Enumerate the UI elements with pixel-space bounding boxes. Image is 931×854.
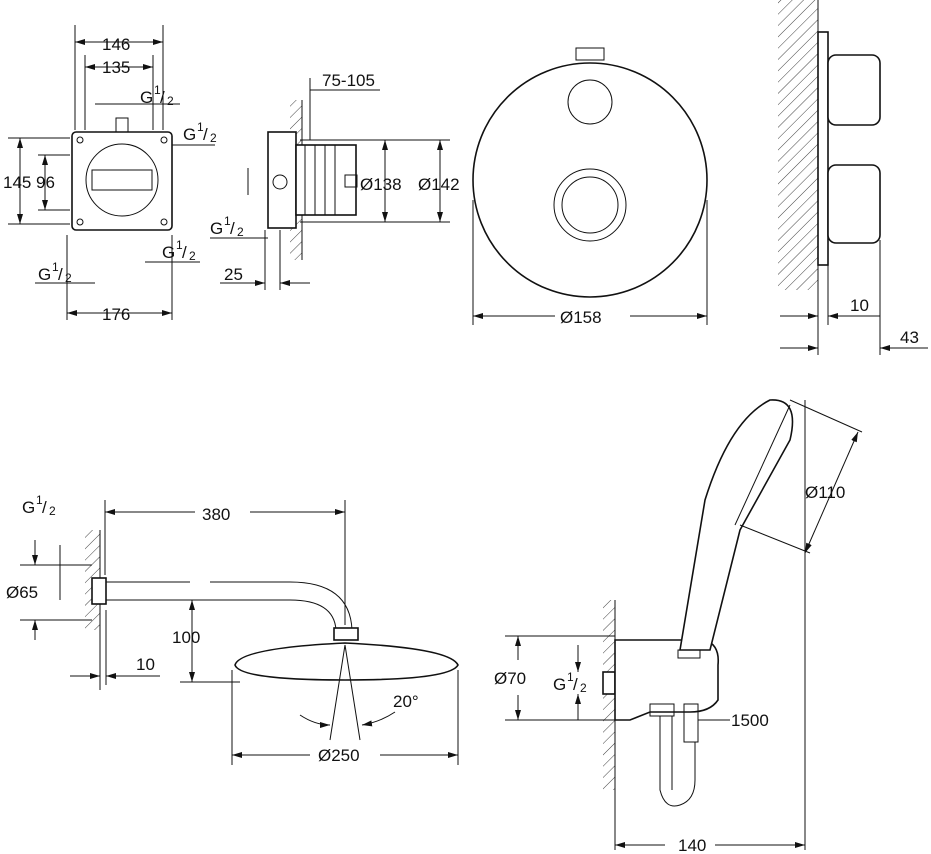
svg-text:1: 1 bbox=[224, 214, 231, 228]
svg-text:G: G bbox=[140, 88, 153, 107]
svg-text:G: G bbox=[162, 243, 175, 262]
svg-text:/: / bbox=[230, 219, 235, 238]
dim-10-arm: 10 bbox=[136, 655, 155, 674]
dim-diameter-142: Ø142 bbox=[418, 175, 460, 194]
dim-140: 140 bbox=[678, 836, 706, 854]
svg-text:/: / bbox=[573, 675, 578, 694]
dim-43: 43 bbox=[900, 328, 919, 347]
svg-text:2: 2 bbox=[189, 249, 196, 263]
svg-text:1: 1 bbox=[154, 83, 161, 97]
dim-diameter-138: Ø138 bbox=[360, 175, 402, 194]
svg-text:2: 2 bbox=[237, 225, 244, 239]
dim-diameter-158: Ø158 bbox=[560, 308, 602, 327]
svg-text:1: 1 bbox=[36, 493, 43, 507]
dim-10-plate: 10 bbox=[850, 296, 869, 315]
dim-135: 135 bbox=[102, 58, 130, 77]
svg-text:1: 1 bbox=[567, 670, 574, 684]
dim-25: 25 bbox=[224, 265, 243, 284]
svg-text:2: 2 bbox=[167, 94, 174, 108]
dim-diameter-110: Ø110 bbox=[805, 483, 845, 502]
svg-text:1: 1 bbox=[197, 120, 204, 134]
svg-text:1: 1 bbox=[176, 238, 183, 252]
dim-75-105: 75-105 bbox=[322, 71, 375, 90]
angle-20-degrees: 20° bbox=[393, 692, 419, 711]
dim-146: 146 bbox=[102, 35, 130, 54]
thermostat-plate-side-view bbox=[778, 0, 928, 355]
svg-text:/: / bbox=[58, 265, 63, 284]
dim-diameter-65: Ø65 bbox=[6, 583, 38, 602]
svg-text:G: G bbox=[38, 265, 51, 284]
concealed-body-side-view bbox=[210, 78, 450, 290]
dim-diameter-70: Ø70 bbox=[494, 669, 526, 688]
svg-text:2: 2 bbox=[49, 504, 56, 518]
svg-text:G: G bbox=[183, 125, 196, 144]
dim-100: 100 bbox=[172, 628, 200, 647]
svg-text:1: 1 bbox=[52, 260, 59, 274]
svg-text:2: 2 bbox=[210, 131, 217, 145]
dim-96: 96 bbox=[36, 173, 55, 192]
svg-text:2: 2 bbox=[65, 271, 72, 285]
svg-text:/: / bbox=[160, 88, 165, 107]
dim-diameter-250: Ø250 bbox=[318, 746, 360, 765]
svg-text:/: / bbox=[182, 243, 187, 262]
dim-176: 176 bbox=[102, 305, 130, 324]
svg-text:/: / bbox=[203, 125, 208, 144]
svg-text:/: / bbox=[42, 498, 47, 517]
dim-145: 145 bbox=[3, 173, 31, 192]
svg-text:G: G bbox=[22, 498, 35, 517]
thermostat-plate-front-view bbox=[472, 47, 708, 325]
svg-text:2: 2 bbox=[580, 681, 587, 695]
svg-text:G: G bbox=[553, 675, 566, 694]
hand-shower-drawing bbox=[505, 399, 863, 850]
svg-text:G: G bbox=[210, 219, 223, 238]
concealed-body-front-view bbox=[8, 25, 215, 320]
head-shower-drawing bbox=[20, 500, 459, 765]
dim-380: 380 bbox=[202, 505, 230, 524]
dim-1500-hose: 1500 bbox=[731, 711, 769, 730]
